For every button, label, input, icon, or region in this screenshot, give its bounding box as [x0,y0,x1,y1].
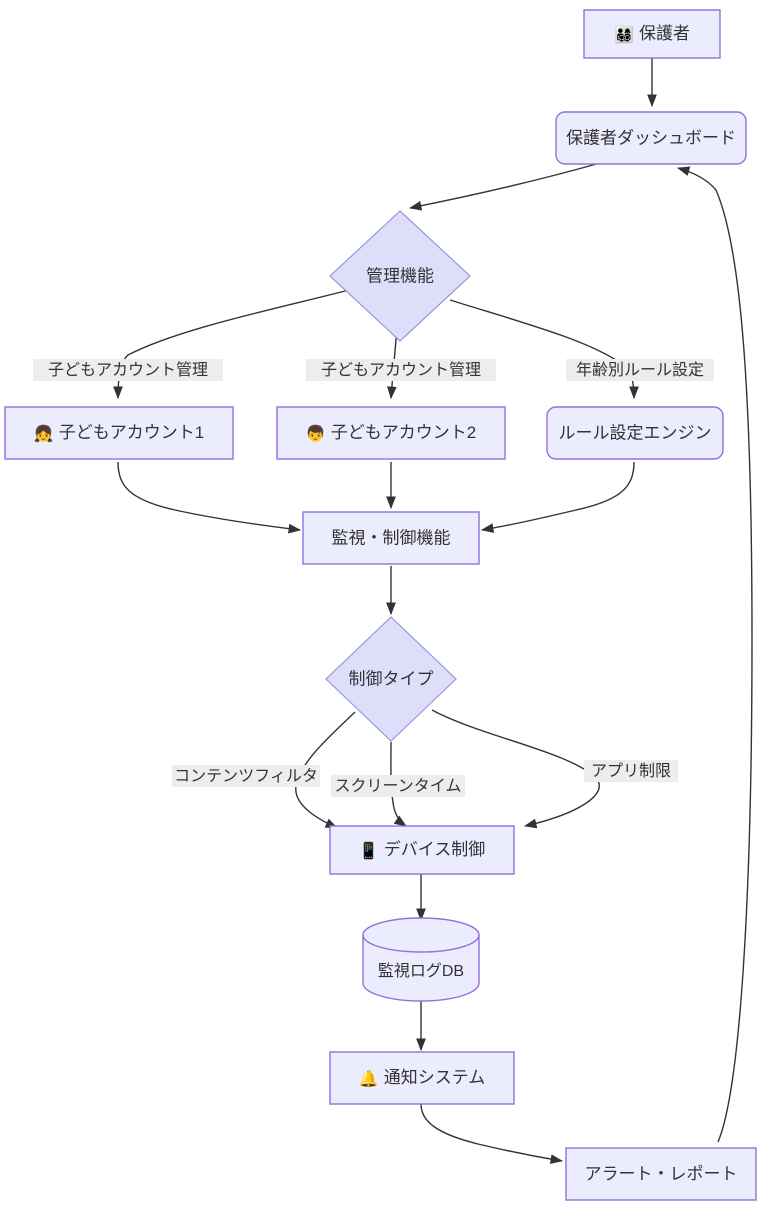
boy-icon: 👦 [306,424,326,443]
edge-label-age-rules-text: 年齢別ルール設定 [576,361,704,379]
node-dashboard-shape[interactable] [555,111,747,165]
node-log-db[interactable]: 監視ログDB [362,917,480,1002]
node-log-db-top[interactable] [362,917,480,953]
node-child2-shape[interactable] [276,406,506,460]
node-device-control[interactable]: 📱デバイス制御 [329,825,515,875]
node-guardian-label: 👨‍👩‍👧‍👦保護者 [614,24,690,43]
edge-label-child-mgmt-2: 子どもアカウント管理 [306,359,496,381]
node-admin-functions[interactable]: 管理機能 [329,210,471,342]
edge-label-app-limit-text: アプリ制限 [591,762,671,780]
edge-label-app-limit-bg [584,760,678,782]
edge-layer [113,58,753,1164]
edge-label-child-mgmt-1-bg [33,359,223,381]
girl-icon: 👧 [34,424,54,443]
edge-alert-report-to-dashboard [676,166,753,1143]
node-control-type-label: 制御タイプ [349,669,434,688]
edge-label-age-rules: 年齢別ルール設定 [566,359,714,381]
node-control-type[interactable]: 制御タイプ [325,616,457,742]
node-monitor-control[interactable]: 監視・制御機能 [302,511,480,565]
edge-notify-to-alert-report [420,1103,564,1164]
edge-label-content-filter-text: コンテンツフィルタ [174,767,318,785]
edge-admin-to-rule-engine [449,299,639,400]
node-log-db-body[interactable] [362,934,480,1002]
edge-label-child-mgmt-1: 子どもアカウント管理 [33,359,223,381]
node-rule-engine[interactable]: ルール設定エンジン [546,406,724,460]
node-child1-shape[interactable] [4,406,234,460]
bell-icon: 🔔 [359,1069,379,1088]
node-admin-functions-shape[interactable] [329,210,471,342]
node-alert-report[interactable]: アラート・レポート [565,1147,757,1201]
node-monitor-control-shape[interactable] [302,511,480,565]
edge-child1-to-monitor [117,461,302,534]
edge-label-child-mgmt-1-text: 子どもアカウント管理 [48,361,208,379]
node-rule-engine-label: ルール設定エンジン [559,423,712,442]
node-monitor-control-label: 監視・制御機能 [332,528,451,547]
node-guardian-shape[interactable] [583,9,721,59]
node-dashboard-label: 保護者ダッシュボード [566,128,736,147]
node-alert-report-label: アラート・レポート [585,1164,738,1183]
node-child1[interactable]: 👧子どもアカウント1 [4,406,234,460]
edge-control-type-to-device-app-limit [431,709,600,829]
edge-label-screen-time: スクリーンタイム [331,775,465,797]
edge-admin-to-child1 [113,287,358,400]
node-notify-system-label: 🔔通知システム [359,1068,485,1087]
edge-label-screen-time-text: スクリーンタイム [335,777,462,795]
node-dashboard[interactable]: 保護者ダッシュボード [555,111,747,165]
node-alert-report-shape[interactable] [565,1147,757,1201]
node-child1-label: 👧子どもアカウント1 [34,423,204,442]
edge-label-child-mgmt-2-bg [306,359,496,381]
edge-dashboard-to-admin-functions [408,162,601,211]
edge-label-content-filter-bg [172,765,320,787]
family-icon: 👨‍👩‍👧‍👦 [614,25,634,44]
edge-label-screen-time-bg [331,775,465,797]
node-device-control-label: 📱デバイス制御 [359,839,485,859]
edge-control-type-to-device-screen-time [390,741,407,827]
edge-rule-engine-to-monitor [480,461,635,533]
node-child2-label: 👦子どもアカウント2 [306,423,476,442]
node-guardian[interactable]: 👨‍👩‍👧‍👦保護者 [583,9,721,59]
mobile-phone-icon: 📱 [359,841,379,860]
node-control-type-shape[interactable] [325,616,457,742]
node-device-control-shape[interactable] [329,825,515,875]
node-notify-system-shape[interactable] [329,1051,515,1105]
node-log-db-label: 監視ログDB [378,962,464,980]
edge-label-content-filter: コンテンツフィルタ [172,765,320,787]
edge-label-app-limit: アプリ制限 [584,760,678,782]
node-notify-system[interactable]: 🔔通知システム [329,1051,515,1105]
edge-label-age-rules-bg [566,359,714,381]
node-child2[interactable]: 👦子どもアカウント2 [276,406,506,460]
edge-label-child-mgmt-2-text: 子どもアカウント管理 [321,361,481,379]
node-admin-functions-label: 管理機能 [366,266,434,285]
node-rule-engine-shape[interactable] [546,406,724,460]
